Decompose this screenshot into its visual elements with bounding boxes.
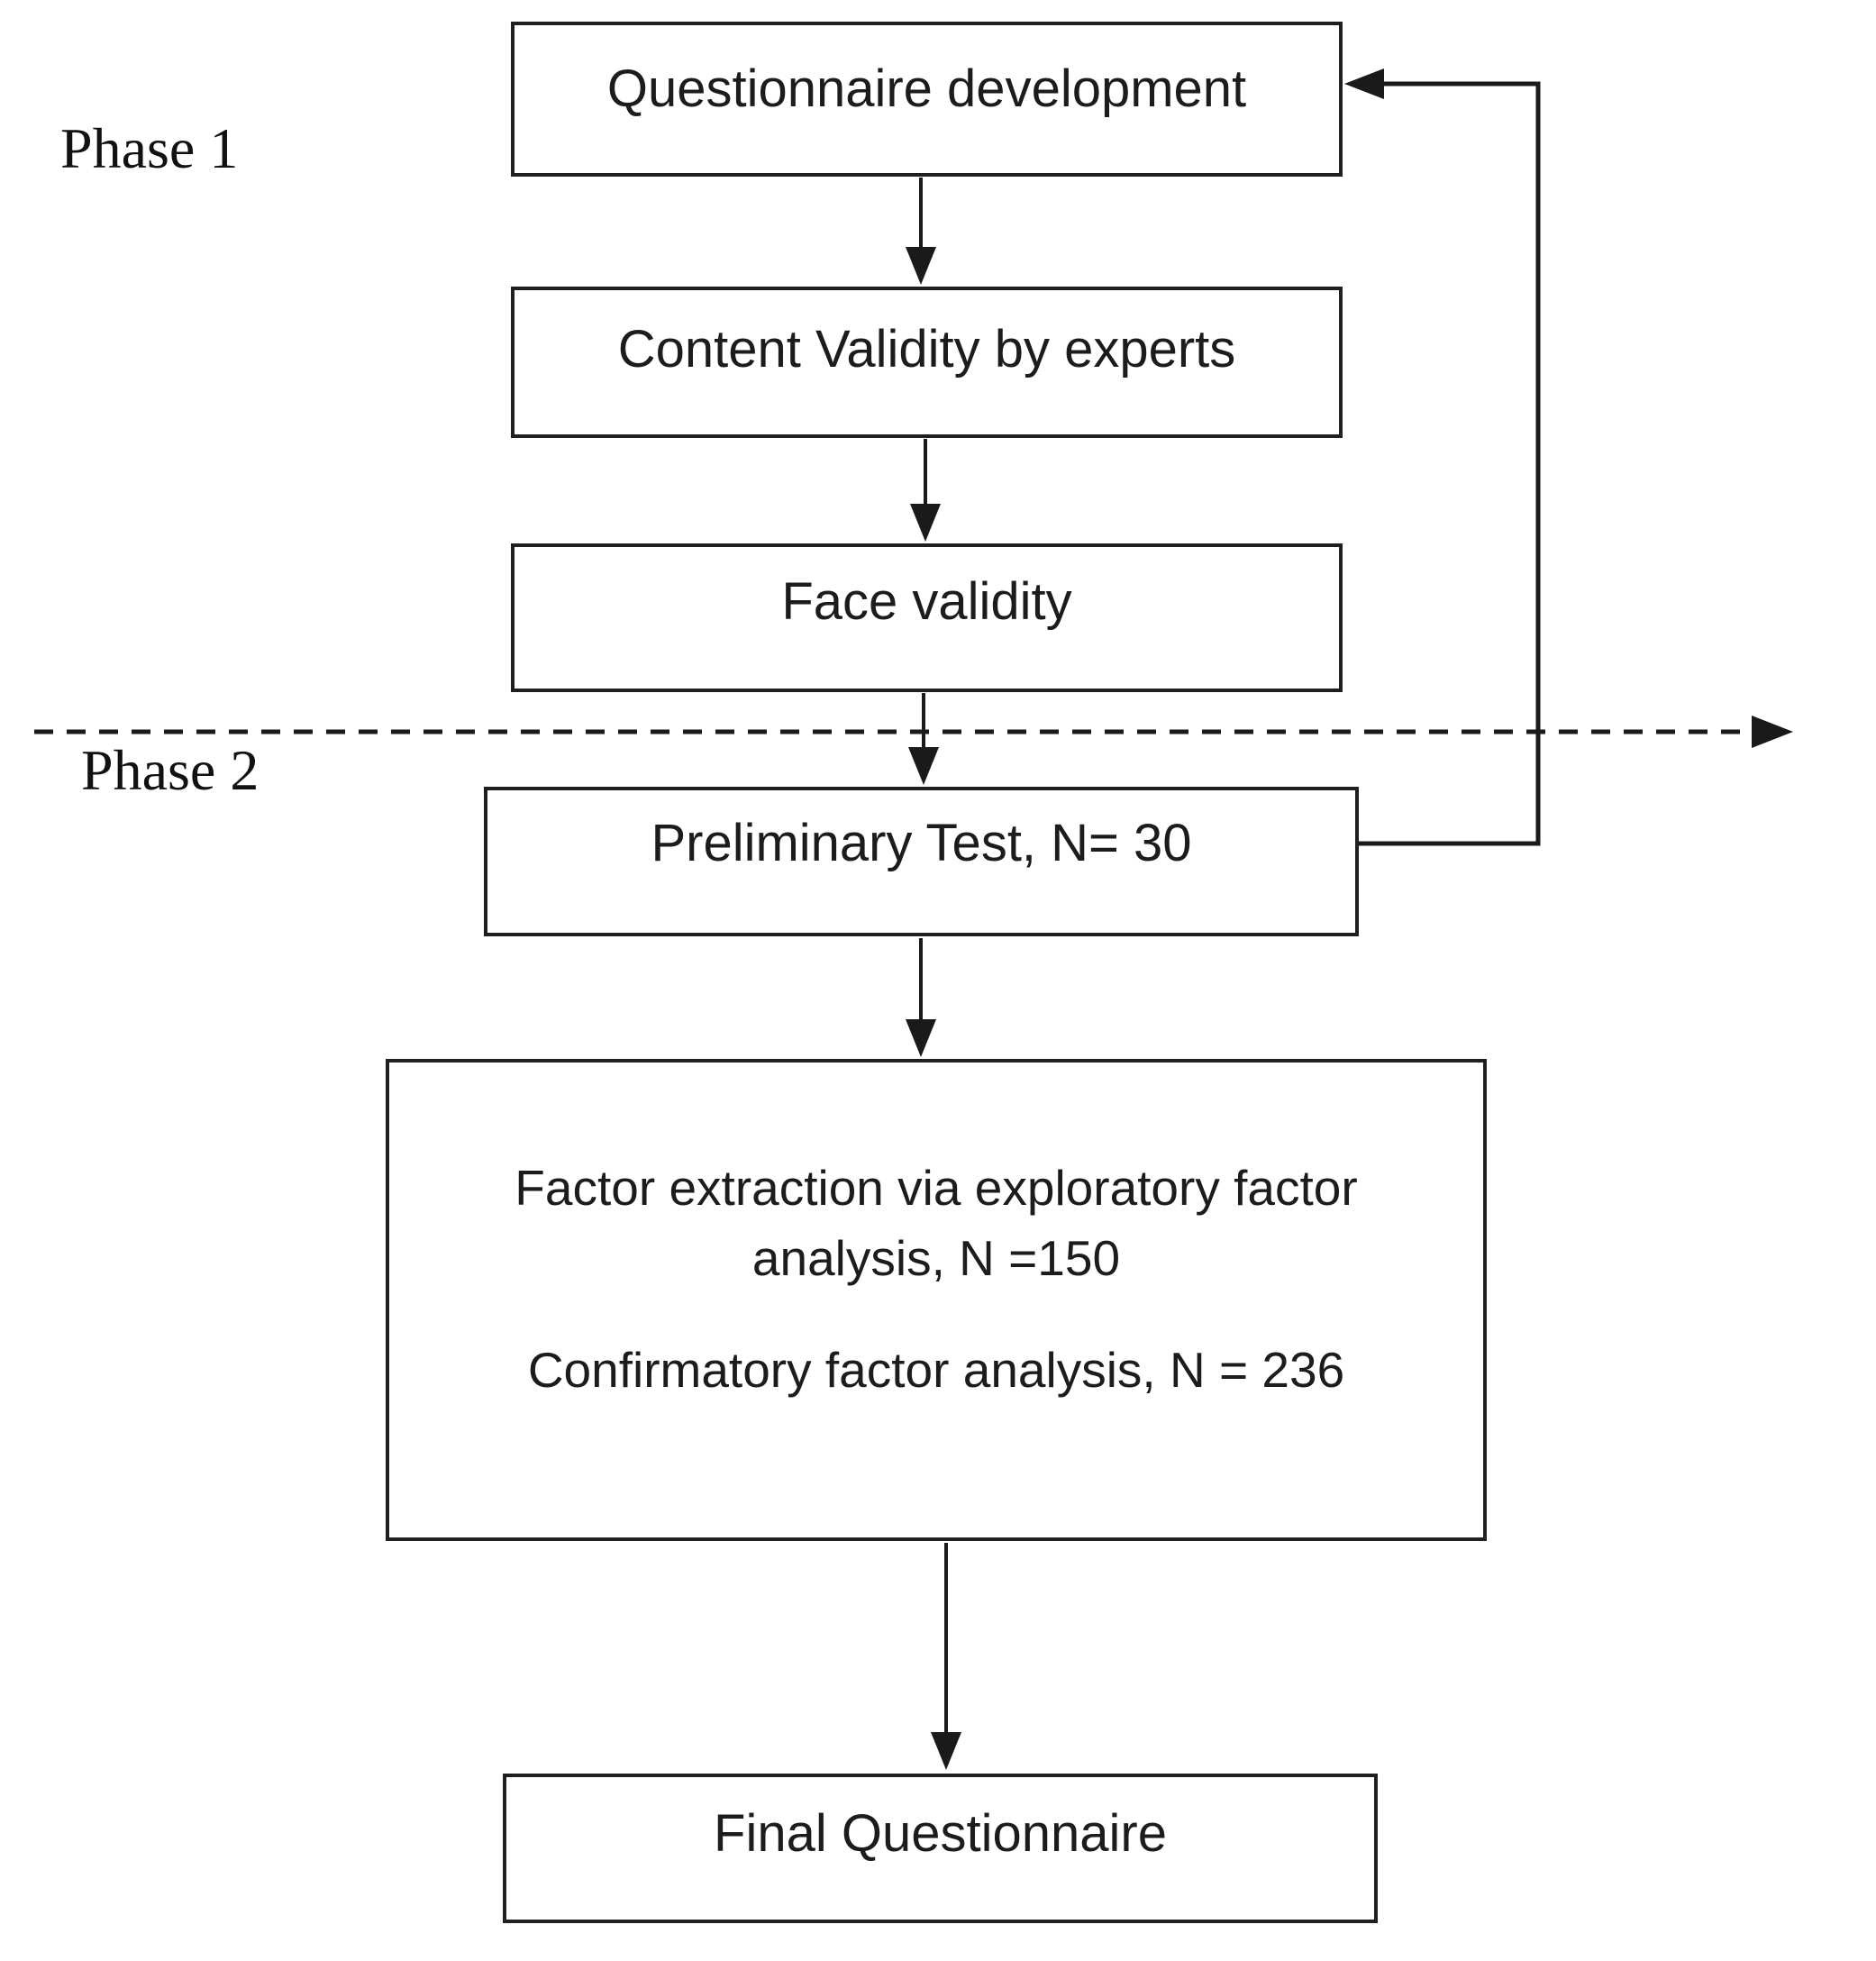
arrow-down-1: [906, 178, 936, 285]
phase-2-label: Phase 2: [81, 738, 260, 802]
feedback-loop-arrow: [1344, 68, 1541, 846]
box-questionnaire-development-label: Questionnaire development: [606, 59, 1247, 118]
box-content-validity: Content Validity by experts: [511, 287, 1343, 438]
box-questionnaire-development: Questionnaire development: [511, 22, 1343, 177]
box-content-validity-label: Content Validity by experts: [617, 320, 1236, 379]
box-preliminary-test: Preliminary Test, N= 30: [484, 787, 1359, 936]
box-factor-analysis-line-3: Confirmatory factor analysis, N = 236: [527, 1342, 1345, 1398]
phase-1-label: Phase 1: [60, 116, 239, 180]
box-factor-analysis-line-1: Factor extraction via exploratory factor: [515, 1160, 1358, 1216]
box-final-questionnaire: Final Questionnaire: [503, 1774, 1378, 1923]
arrow-down-3: [908, 693, 939, 785]
arrow-down-5: [931, 1543, 961, 1770]
arrow-down-2: [910, 439, 941, 542]
box-preliminary-test-label: Preliminary Test, N= 30: [651, 814, 1192, 872]
box-face-validity-label: Face validity: [781, 572, 1072, 631]
arrow-down-4: [906, 938, 936, 1057]
box-factor-analysis-line-2: analysis, N =150: [751, 1230, 1121, 1286]
box-final-questionnaire-label: Final Questionnaire: [714, 1804, 1167, 1863]
box-factor-analysis: Factor extraction via exploratory factor…: [386, 1059, 1487, 1541]
phase-divider-dashed-arrow: [34, 716, 1793, 748]
box-face-validity: Face validity: [511, 543, 1343, 692]
